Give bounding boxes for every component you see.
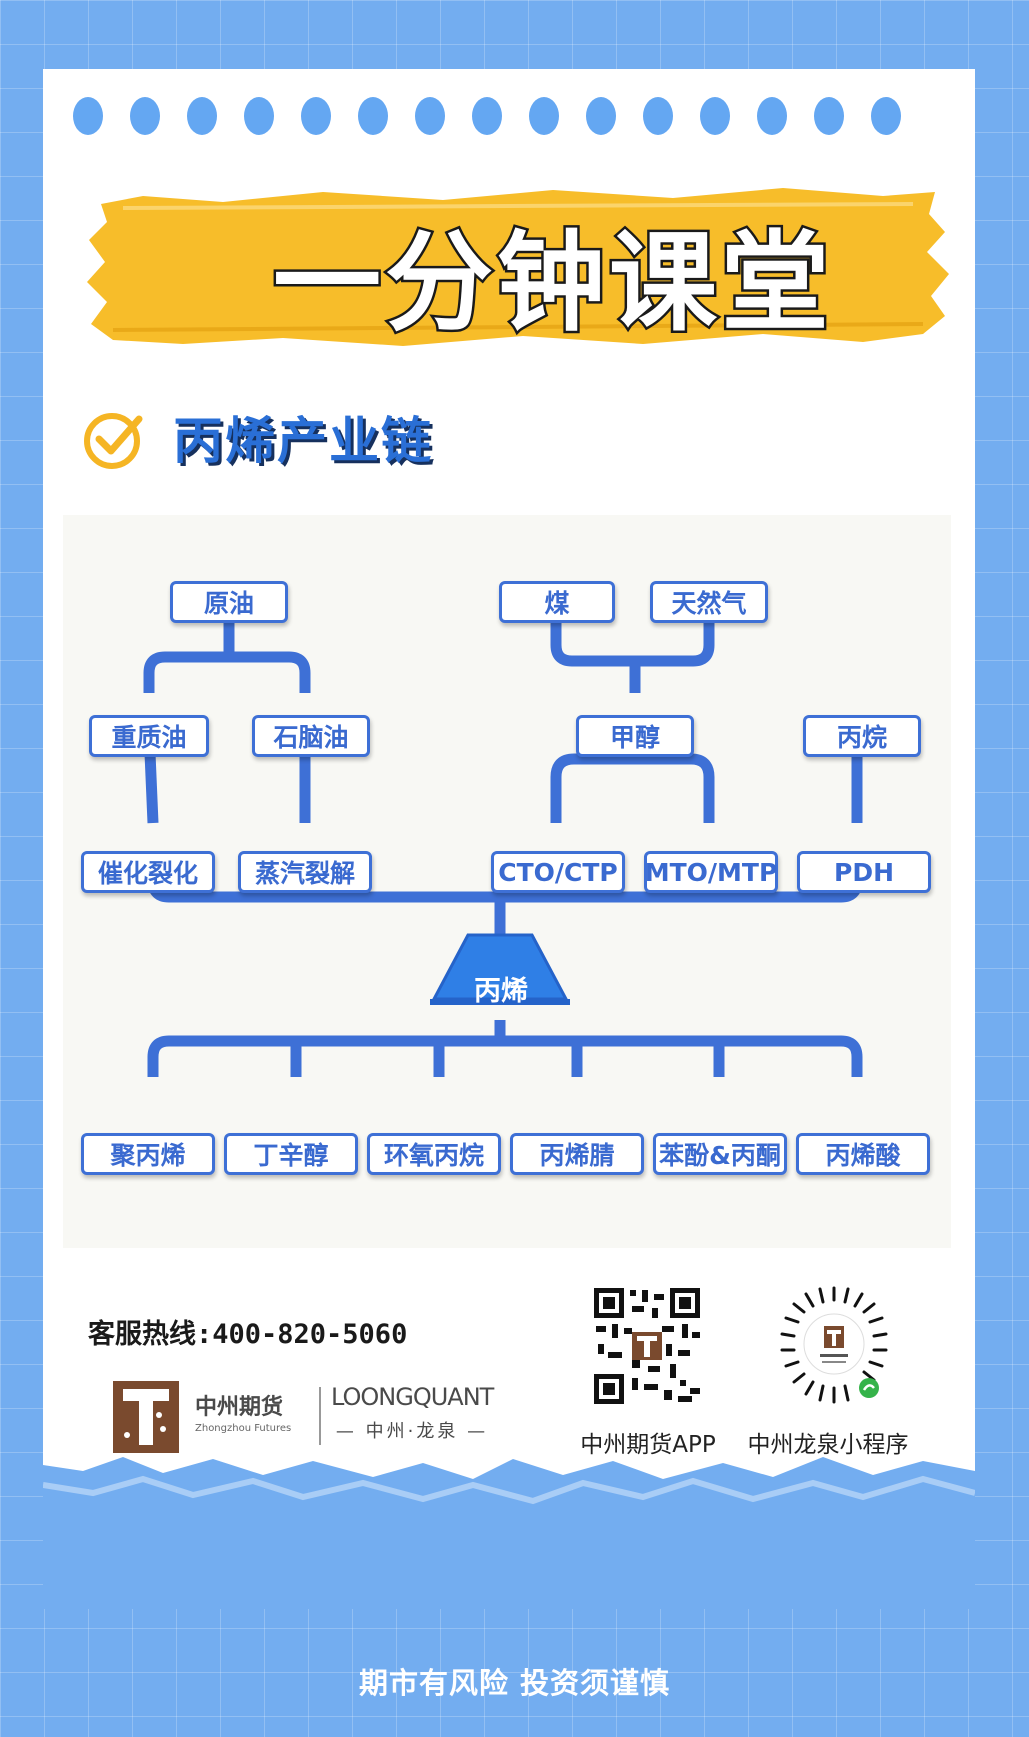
node-naphtha: 石脑油 [252, 715, 370, 757]
binder-hole [814, 97, 844, 135]
node-heavy-oil: 重质油 [89, 715, 209, 757]
loongquant-sub-text: — 中州·龙泉 — [335, 1421, 489, 1442]
torn-paper-edge [43, 1457, 975, 1609]
zhongzhou-logo-icon [113, 1381, 179, 1453]
propylene-chain-diagram: 原油 煤 天然气 重质油 石脑油 甲醇 丙烷 催化裂化 蒸汽裂解 CTO/CTP… [63, 515, 951, 1248]
risk-disclaimer: 期市有风险 投资须谨慎 [358, 1666, 671, 1700]
section-subtitle: 丙烯产业链 [173, 412, 433, 470]
brush-stroke-banner [87, 188, 949, 346]
node-catalytic-cracking: 催化裂化 [81, 851, 215, 893]
binder-hole [187, 97, 217, 135]
binder-holes [73, 97, 943, 141]
binder-hole [415, 97, 445, 135]
node-methanol: 甲醇 [576, 715, 694, 757]
product-node: 丁辛醇 [224, 1133, 358, 1175]
node-mto-mtp: MTO/MTP [644, 851, 778, 893]
binder-hole [244, 97, 274, 135]
hotline-text: 客服热线:400-820-5060 [88, 1319, 408, 1350]
node-propylene: 丙烯 [474, 976, 528, 1007]
binder-hole [643, 97, 673, 135]
product-node: 聚丙烯 [81, 1133, 215, 1175]
product-node: 丙烯腈 [510, 1133, 644, 1175]
node-natural-gas: 天然气 [650, 581, 768, 623]
binder-hole [73, 97, 103, 135]
product-node: 环氧丙烷 [367, 1133, 501, 1175]
binder-hole [529, 97, 559, 135]
qr-mini-label: 中州龙泉小程序 [747, 1432, 909, 1458]
binder-hole [472, 97, 502, 135]
product-node: 苯酚&丙酮 [653, 1133, 787, 1175]
binder-hole [358, 97, 388, 135]
logo-en-text: Zhongzhou Futures [195, 1423, 292, 1434]
logo-divider [319, 1387, 321, 1445]
node-propane: 丙烷 [803, 715, 921, 757]
product-node: 丙烯酸 [796, 1133, 930, 1175]
binder-hole [700, 97, 730, 135]
binder-hole [301, 97, 331, 135]
binder-hole [757, 97, 787, 135]
company-logo: 中州期货 Zhongzhou Futures LOONGQUANT — 中州·龙… [113, 1381, 494, 1461]
node-coal: 煤 [499, 581, 615, 623]
node-pdh: PDH [797, 851, 931, 893]
node-steam-cracking: 蒸汽裂解 [238, 851, 372, 893]
checkmark-icon [84, 413, 143, 469]
node-crude-oil: 原油 [170, 581, 288, 623]
paper-card: 一分钟课堂 丙烯产业链 [43, 69, 975, 1609]
app-qr-code[interactable] [592, 1286, 702, 1406]
binder-hole [871, 97, 901, 135]
node-cto-ctp: CTO/CTP [491, 851, 625, 893]
binder-hole [586, 97, 616, 135]
qr-app-label: 中州期货APP [580, 1432, 716, 1458]
page-title: 一分钟课堂 [270, 219, 833, 349]
mini-program-code[interactable] [774, 1282, 894, 1412]
loongquant-text: LOONGQUANT [331, 1383, 494, 1411]
binder-hole [130, 97, 160, 135]
wechat-mini-program-icon [859, 1378, 879, 1398]
logo-cn-text: 中州期货 [195, 1395, 284, 1420]
